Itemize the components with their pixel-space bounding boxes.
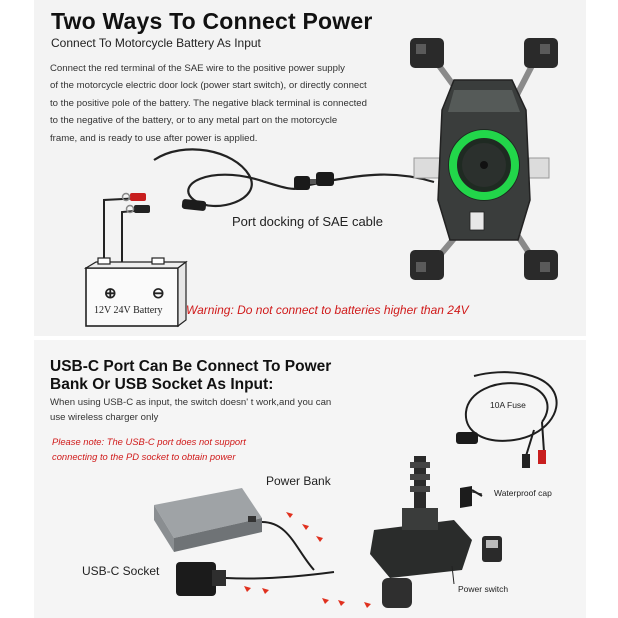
usbc-socket-label: USB-C Socket — [82, 564, 160, 578]
description-line: When using USB-C as input, the switch do… — [50, 397, 332, 408]
black-terminal — [125, 204, 150, 214]
section1-description: Connect the red terminal of the SAE wire… — [50, 60, 420, 147]
power-bank — [154, 488, 262, 552]
usbc-note: Please note: The USB-C port does not sup… — [52, 434, 246, 464]
usbc-socket — [176, 562, 226, 596]
brand-logo — [469, 211, 485, 231]
red-terminal — [121, 192, 146, 202]
description-line: use wireless charger only — [50, 412, 159, 423]
battery-connection-panel: Two Ways To Connect Power Connect To Mot… — [34, 0, 586, 336]
description-line: to the negative of the battery, or to an… — [50, 115, 338, 127]
section1-title: Two Ways To Connect Power — [51, 8, 373, 34]
charging-ring — [449, 130, 519, 200]
battery-label: 12V 24V Battery — [94, 305, 163, 316]
description-line: Connect the red terminal of the SAE wire… — [50, 63, 345, 74]
battery: ⊕ ⊖ — [83, 257, 188, 328]
battery-wiring-illustration: ⊕ ⊖ — [83, 38, 558, 328]
section2-title-line2: Bank Or USB Socket As Input: — [50, 376, 274, 393]
sae-caption: Port docking of SAE cable — [232, 214, 384, 229]
mount-assembly — [370, 456, 502, 608]
section2-description: When using USB-C as input, the switch do… — [50, 395, 331, 425]
usbc-wiring-illustration — [154, 371, 558, 608]
flow-arrows — [244, 512, 371, 608]
description-line: to the positive pole of the battery. The… — [50, 97, 367, 109]
note-line: connecting to the PD socket to obtain po… — [52, 451, 236, 462]
description-line: of the motorcycle electric door lock (po… — [50, 80, 367, 92]
usbc-connection-panel: USB-C Port Can Be Connect To Power Bank … — [34, 340, 586, 618]
description-line: frame, and is ready to use after power i… — [50, 132, 258, 144]
svg-text:⊖: ⊖ — [152, 285, 165, 302]
fuse-label: 10A Fuse — [490, 400, 526, 410]
fuse-cable — [456, 371, 558, 468]
section2-title-line1: USB-C Port Can Be Connect To Power — [50, 358, 332, 375]
voltage-warning: Warning: Do not connect to batteries hig… — [186, 303, 469, 317]
section1-subtitle: Connect To Motorcycle Battery As Input — [51, 36, 261, 50]
power-switch-label: Power switch — [458, 584, 509, 594]
waterproof-cap-label: Waterproof cap — [494, 488, 552, 498]
phone-holder — [410, 38, 558, 280]
power-bank-label: Power Bank — [266, 474, 331, 488]
sae-connector — [294, 172, 334, 190]
svg-text:⊕: ⊕ — [104, 285, 117, 302]
note-line: Please note: The USB-C port does not sup… — [52, 436, 246, 447]
